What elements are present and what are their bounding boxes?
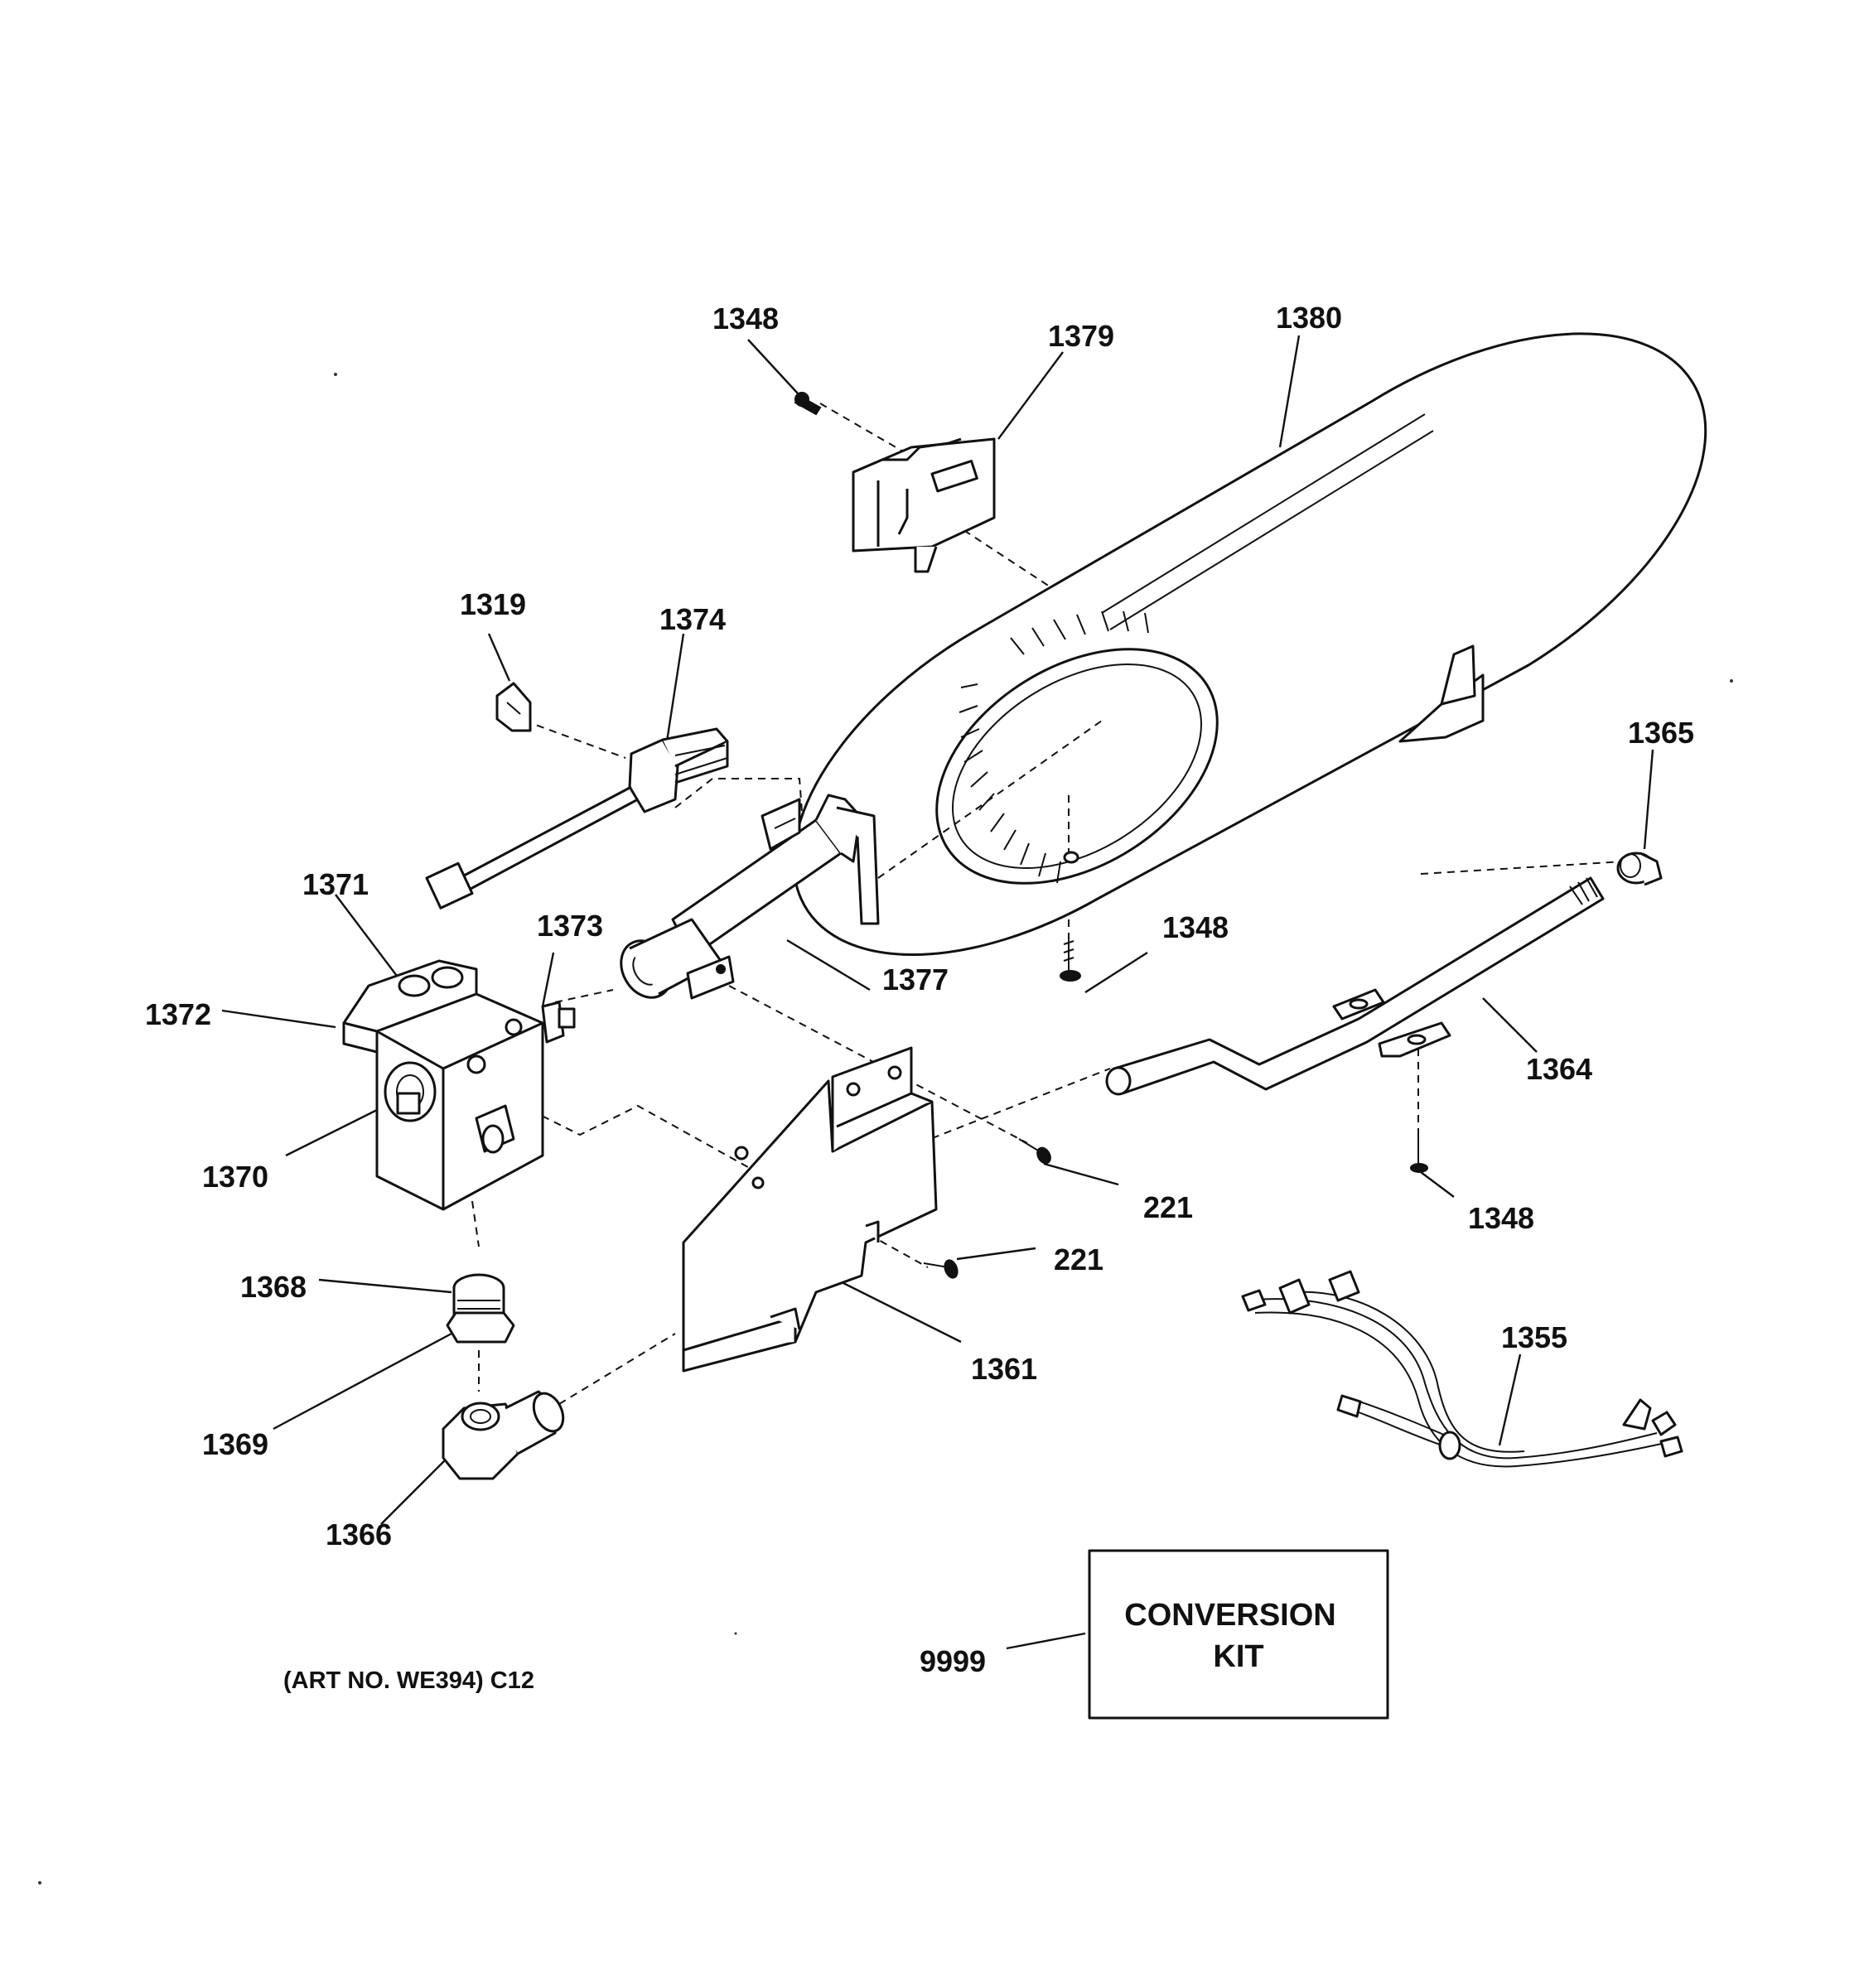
callout-1361: 1361 <box>971 1352 1037 1386</box>
callout-1379: 1379 <box>1048 319 1114 353</box>
screw-221-upper <box>1018 1138 1051 1165</box>
flame-sensor-1379 <box>852 437 996 573</box>
callout-1374: 1374 <box>659 602 726 636</box>
wire-harness-1355 <box>1241 1270 1683 1468</box>
callout-1348-top: 1348 <box>712 302 779 335</box>
callout-9999: 9999 <box>920 1644 986 1678</box>
callout-1319: 1319 <box>460 587 526 621</box>
callout-221-lower: 221 <box>1054 1242 1103 1276</box>
callout-1366: 1366 <box>326 1518 392 1551</box>
callout-221-upper: 221 <box>1143 1190 1193 1224</box>
callout-1368: 1368 <box>240 1270 307 1304</box>
callout-1371: 1371 <box>302 867 369 901</box>
drum-1380 <box>792 332 1707 957</box>
callout-1348-middle: 1348 <box>1162 910 1229 944</box>
callout-1372: 1372 <box>145 997 211 1031</box>
fitting-1369 <box>446 1311 515 1344</box>
clip-1319 <box>495 682 532 732</box>
screw-1348-top <box>794 392 822 416</box>
screw-221-lower <box>923 1259 959 1279</box>
drum-rim-hatching <box>959 610 1149 884</box>
manifold-pipe-1364 <box>1105 876 1605 1096</box>
orifice-1365 <box>1616 852 1663 886</box>
gas-valve-1370 <box>342 959 576 1211</box>
conversion-kit-line2: KIT <box>1213 1639 1263 1674</box>
callout-1364: 1364 <box>1526 1052 1592 1086</box>
conversion-kit-box: CONVERSION KIT <box>1088 1549 1389 1720</box>
callout-1355: 1355 <box>1501 1320 1567 1354</box>
callout-1380: 1380 <box>1276 301 1342 335</box>
elbow-1366 <box>442 1390 565 1480</box>
callout-1377: 1377 <box>882 963 949 996</box>
conversion-kit-line1: CONVERSION <box>1124 1598 1335 1633</box>
screw-1348-right <box>1410 1135 1428 1173</box>
callout-1348-right: 1348 <box>1468 1201 1534 1235</box>
screw-1348-middle <box>1060 936 1081 982</box>
callout-1365: 1365 <box>1628 716 1694 750</box>
art-number: (ART NO. WE394) C12 <box>283 1667 534 1694</box>
callout-1370: 1370 <box>202 1160 268 1194</box>
callout-1373: 1373 <box>537 909 603 943</box>
callout-1369: 1369 <box>202 1427 268 1461</box>
heat-shield-1361 <box>682 1046 938 1373</box>
burner-tube-1377 <box>620 794 880 1000</box>
scan-specks <box>38 373 1733 1884</box>
callout-labels: 1348 1379 1380 1319 1374 1365 1371 1373 … <box>145 301 1694 1678</box>
igniter-1374 <box>425 727 729 910</box>
